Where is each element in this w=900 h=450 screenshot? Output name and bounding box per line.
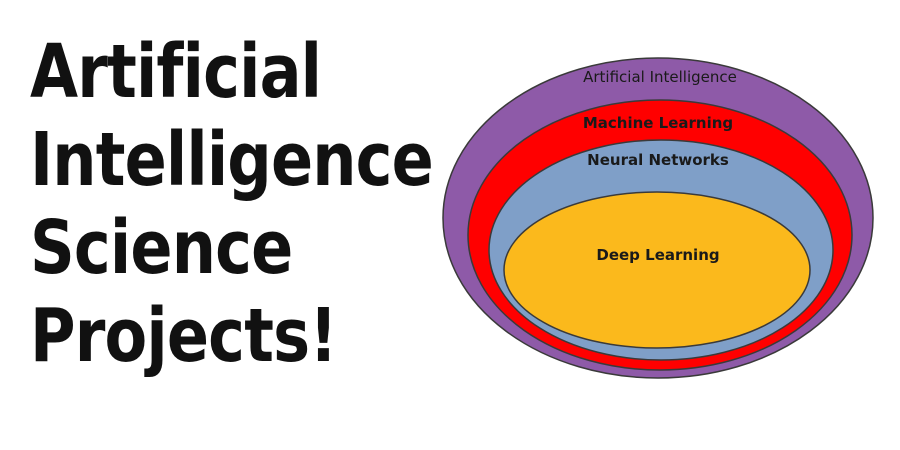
headline-line-1: Artificial <box>30 29 322 115</box>
label-deep-learning: Deep Learning <box>596 246 719 264</box>
label-machine-learning: Machine Learning <box>583 114 733 132</box>
ring-deep-learning <box>503 191 811 349</box>
headline: Artificial Intelligence Science Projects… <box>30 28 434 380</box>
headline-line-4: Projects! <box>30 293 338 379</box>
label-neural-networks: Neural Networks <box>587 151 729 169</box>
headline-line-3: Science <box>30 205 293 291</box>
label-artificial-intelligence: Artificial Intelligence <box>583 68 737 86</box>
